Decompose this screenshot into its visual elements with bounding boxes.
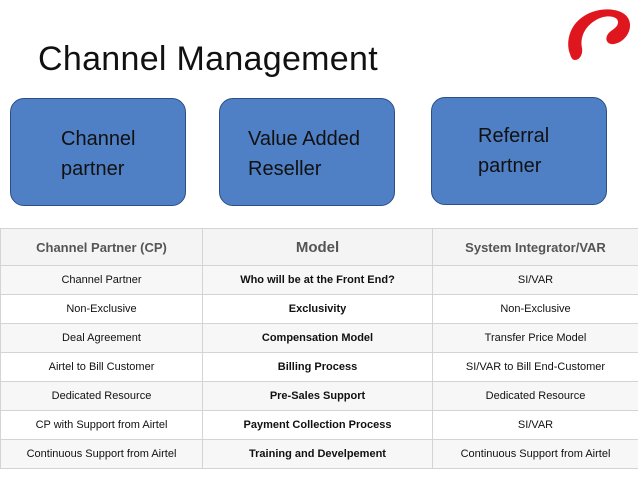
si-cell: SI/VAR bbox=[432, 410, 638, 440]
table-row: Channel Partner Who will be at the Front… bbox=[0, 265, 638, 295]
si-cell: Transfer Price Model bbox=[432, 323, 638, 353]
cp-cell: Channel Partner bbox=[0, 265, 203, 295]
model-cell: Compensation Model bbox=[202, 323, 433, 353]
cp-cell: Continuous Support from Airtel bbox=[0, 439, 203, 469]
airtel-logo-icon bbox=[568, 9, 631, 61]
table-row: Non-Exclusive Exclusivity Non-Exclusive bbox=[0, 294, 638, 324]
header-channel-partner: Channel Partner (CP) bbox=[0, 228, 203, 266]
channel-partner-box: Channel partner bbox=[10, 98, 186, 206]
model-cell: Payment Collection Process bbox=[202, 410, 433, 440]
cp-cell: Deal Agreement bbox=[0, 323, 203, 353]
table-row: Deal Agreement Compensation Model Transf… bbox=[0, 323, 638, 353]
model-cell: Training and Develpement bbox=[202, 439, 433, 469]
table-row: CP with Support from Airtel Payment Coll… bbox=[0, 410, 638, 440]
value-added-reseller-label: Value Added Reseller bbox=[248, 128, 360, 180]
model-cell: Exclusivity bbox=[202, 294, 433, 324]
model-cell: Pre-Sales Support bbox=[202, 381, 433, 411]
table-row: Airtel to Bill Customer Billing Process … bbox=[0, 352, 638, 382]
model-cell: Billing Process bbox=[202, 352, 433, 382]
table-row: Dedicated Resource Pre-Sales Support Ded… bbox=[0, 381, 638, 411]
page-title: Channel Management bbox=[38, 40, 378, 78]
si-cell: Non-Exclusive bbox=[432, 294, 638, 324]
si-cell: Dedicated Resource bbox=[432, 381, 638, 411]
referral-partner-label: Referral partner bbox=[478, 125, 550, 177]
header-model: Model bbox=[202, 228, 433, 266]
cp-cell: Non-Exclusive bbox=[0, 294, 203, 324]
si-cell: SI/VAR to Bill End-Customer bbox=[432, 352, 638, 382]
cp-cell: Airtel to Bill Customer bbox=[0, 352, 203, 382]
value-added-reseller-box: Value Added Reseller bbox=[219, 98, 395, 206]
cp-cell: CP with Support from Airtel bbox=[0, 410, 203, 440]
cp-cell: Dedicated Resource bbox=[0, 381, 203, 411]
model-cell: Who will be at the Front End? bbox=[202, 265, 433, 295]
table-header-row: Channel Partner (CP) Model System Integr… bbox=[0, 228, 638, 266]
referral-partner-box: Referral partner bbox=[431, 97, 607, 205]
si-cell: SI/VAR bbox=[432, 265, 638, 295]
channel-partner-label: Channel partner bbox=[61, 128, 136, 180]
comparison-table: Channel Partner (CP) Model System Integr… bbox=[0, 228, 638, 469]
header-system-integrator: System Integrator/VAR bbox=[432, 228, 638, 266]
si-cell: Continuous Support from Airtel bbox=[432, 439, 638, 469]
table-row: Continuous Support from Airtel Training … bbox=[0, 439, 638, 469]
